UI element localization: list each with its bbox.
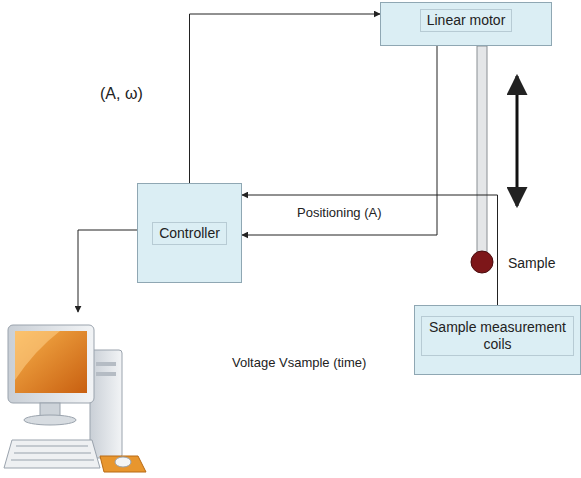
sample-sphere	[471, 251, 493, 273]
sample-rod	[477, 46, 487, 252]
process-box: Linear motor	[380, 2, 552, 46]
signal-arrow	[242, 46, 437, 235]
computer-wire	[78, 230, 137, 312]
computer-icon	[4, 325, 146, 472]
box-label: Sample measurement coils	[421, 316, 574, 356]
box-label: Controller	[152, 222, 227, 245]
signal-arrow	[242, 195, 498, 305]
process-box: Controller	[137, 183, 242, 283]
part-label: Sample	[508, 255, 555, 271]
process-box: Sample measurement coils	[414, 305, 581, 375]
motion-arrow	[516, 76, 519, 206]
signal-label: (A, ω)	[100, 86, 143, 102]
signal-label: Positioning (A)	[297, 205, 382, 221]
box-label: Linear motor	[420, 9, 513, 32]
signal-label: Voltage Vsample (time)	[232, 355, 366, 371]
signal-arrow	[190, 14, 381, 183]
